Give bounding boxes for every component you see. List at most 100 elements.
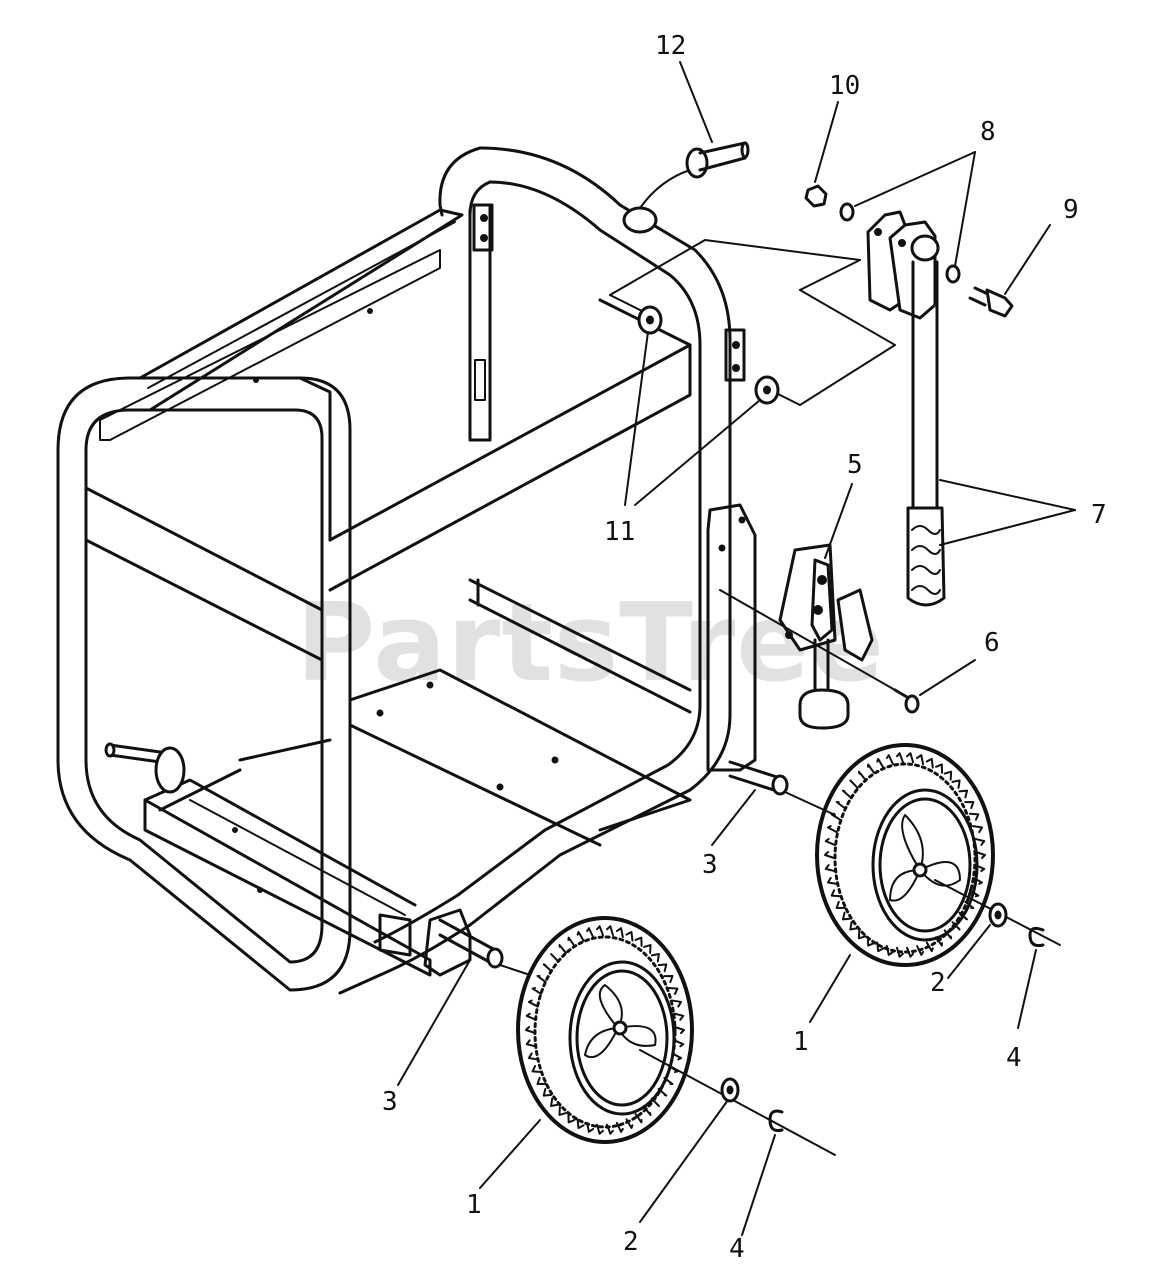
tread-mark xyxy=(625,931,634,942)
callout-2-left: 2 xyxy=(623,1227,639,1257)
callout-6: 6 xyxy=(984,628,1000,658)
tread-mark xyxy=(895,946,904,958)
tread-mark xyxy=(943,770,953,781)
tread-mark xyxy=(531,986,543,995)
tread-mark xyxy=(550,952,560,963)
tread-mark xyxy=(866,763,875,774)
part-8-washers xyxy=(839,202,961,284)
callout-1-right: 1 xyxy=(793,1027,809,1057)
tread-mark xyxy=(605,1123,614,1135)
tread-mark xyxy=(958,789,969,799)
tread-mark xyxy=(596,1123,605,1135)
tread-mark xyxy=(650,952,660,963)
tread-mark xyxy=(876,941,885,953)
callout-3-right: 3 xyxy=(702,850,718,880)
part-4-left-clip xyxy=(768,1109,784,1132)
tread-mark xyxy=(536,1076,547,1086)
part-10-nut xyxy=(804,184,828,208)
tread-mark xyxy=(951,779,961,789)
tread-mark xyxy=(943,929,953,940)
tread-mark xyxy=(531,1065,543,1074)
leader-lines xyxy=(397,61,1076,1236)
tread-mark xyxy=(925,941,934,953)
tread-mark xyxy=(951,921,961,931)
tread-mark xyxy=(925,757,934,769)
tread-mark xyxy=(550,1097,560,1108)
tread-mark xyxy=(586,1121,595,1133)
callout-11: 11 xyxy=(604,517,635,547)
tread-mark xyxy=(958,911,969,921)
part-2-left-washer xyxy=(720,1077,740,1103)
tread-mark xyxy=(671,1052,683,1061)
tread-mark xyxy=(542,963,553,973)
tread-mark xyxy=(657,963,668,973)
tread-mark xyxy=(674,1026,685,1034)
tread-mark xyxy=(558,944,567,954)
tread-mark xyxy=(643,944,652,954)
tread-mark xyxy=(615,927,624,939)
tread-mark xyxy=(826,825,838,834)
tread-mark xyxy=(527,1052,539,1061)
tread-mark xyxy=(634,936,643,947)
tread-mark xyxy=(885,944,894,956)
tread-mark xyxy=(625,1118,634,1129)
tread-mark xyxy=(835,900,846,909)
tread-mark xyxy=(916,944,925,956)
callout-7: 7 xyxy=(1091,500,1107,530)
tread-mark xyxy=(567,936,576,947)
tread-mark xyxy=(536,974,547,984)
callout-8: 8 xyxy=(980,117,996,147)
tread-mark xyxy=(841,789,852,799)
tread-mark xyxy=(527,999,539,1008)
right-wheel-tread xyxy=(824,752,986,958)
tread-mark xyxy=(671,999,683,1008)
part-9-bolt xyxy=(968,286,1014,318)
tread-mark xyxy=(650,1097,660,1108)
tread-mark xyxy=(558,1106,567,1116)
tread-mark xyxy=(885,754,894,766)
part-5-stand-jack xyxy=(778,543,874,730)
tread-mark xyxy=(895,752,904,764)
tread-mark xyxy=(615,1121,624,1133)
part-7-handle xyxy=(866,210,946,607)
tread-mark xyxy=(824,851,835,859)
part-11-spacers xyxy=(637,305,780,405)
tread-mark xyxy=(567,1113,576,1124)
tread-mark xyxy=(596,925,605,937)
tread-mark xyxy=(663,974,674,984)
tread-mark xyxy=(643,1106,652,1116)
tread-mark xyxy=(974,864,986,873)
part-6-screw xyxy=(719,589,920,714)
tread-mark xyxy=(835,801,846,810)
left-wheel xyxy=(516,916,694,1144)
callout-9: 9 xyxy=(1063,195,1079,225)
tread-mark xyxy=(906,946,915,958)
tread-mark xyxy=(972,825,984,834)
tread-mark xyxy=(935,936,944,947)
part-2-right-washer xyxy=(988,902,1008,928)
tread-mark xyxy=(974,837,986,846)
tread-mark xyxy=(841,911,852,921)
tread-mark xyxy=(576,1118,585,1129)
tread-mark xyxy=(824,837,836,846)
tread-mark xyxy=(525,1012,537,1021)
tread-mark xyxy=(525,1039,537,1048)
tread-mark xyxy=(964,900,975,909)
tread-mark xyxy=(542,1087,553,1097)
part-4-right-clip xyxy=(1028,926,1045,947)
tread-mark xyxy=(975,851,986,859)
tread-mark xyxy=(849,779,859,789)
tread-mark xyxy=(667,986,679,995)
right-wheel xyxy=(815,743,995,967)
callouts: 12 10 8 9 11 5 7 6 3 1 2 4 3 1 2 4 xyxy=(382,31,1107,1264)
tread-mark xyxy=(826,876,838,885)
tread-mark xyxy=(916,754,925,766)
callout-4-left: 4 xyxy=(729,1234,745,1264)
tread-mark xyxy=(876,757,885,769)
callout-12: 12 xyxy=(655,31,686,61)
tread-mark xyxy=(663,1076,674,1086)
tread-mark xyxy=(824,864,836,873)
tube-frame xyxy=(56,146,789,995)
tread-mark xyxy=(857,770,867,781)
